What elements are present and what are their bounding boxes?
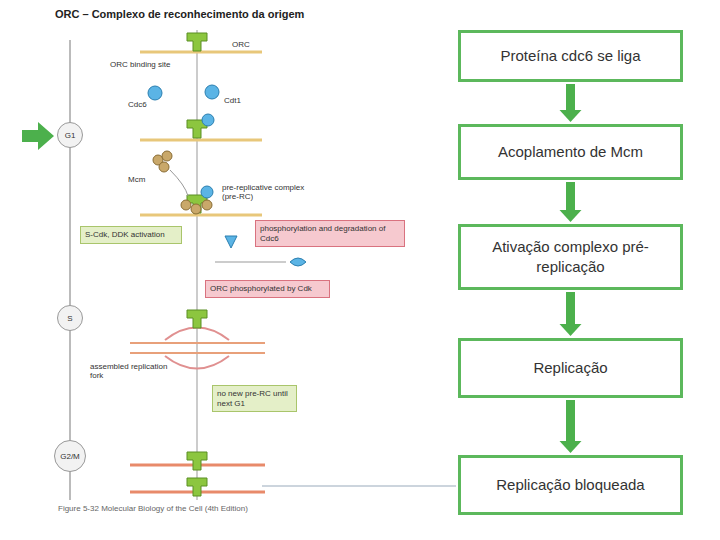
figure-label: ORC binding site [110, 60, 170, 69]
release-line [215, 262, 286, 263]
node-text: phosphorylation and degradation of Cdc6 [260, 224, 385, 243]
node-text: Ativação complexo pré-replicação [469, 237, 672, 278]
diagram-title: ORC – Complexo de reconhecimento da orig… [55, 8, 304, 20]
flow-arrow [560, 400, 582, 453]
phase-circle: G1 [57, 122, 83, 148]
leader-line [262, 486, 456, 487]
figure-label: assembled replication fork [90, 362, 170, 380]
node-text: ORC phosphorylated by Cdk [210, 284, 312, 293]
phase-circle: S [57, 305, 83, 331]
figure-caption: Figure 5-32 Molecular Biology of the Cel… [58, 504, 248, 513]
process-box: Proteína cdc6 se liga [458, 30, 683, 82]
activation-box: S-Cdk, DDK activation [80, 226, 182, 244]
node-text: S [67, 314, 72, 323]
figure-label: Cdc6 [128, 100, 147, 109]
timeline [69, 40, 71, 500]
process-line [196, 30, 198, 500]
node-text: Replicação bloqueada [496, 475, 644, 495]
node-text: Replicação [533, 358, 607, 378]
flow-arrow [560, 292, 582, 336]
figure-label: Mcm [128, 175, 145, 184]
process-box: Replicação [458, 338, 683, 398]
activation-box: no new pre-RC until next G1 [212, 385, 297, 412]
mcm-arrow [170, 170, 188, 196]
phase-circle: G2/M [54, 440, 86, 472]
process-box: Ativação complexo pré-replicação [458, 224, 683, 290]
flow-arrow [560, 84, 582, 122]
node-text: Acoplamento de Mcm [498, 142, 643, 162]
process-box: Replicação bloqueada [458, 455, 683, 515]
inhibition-box: phosphorylation and degradation of Cdc6 [255, 220, 405, 247]
pointer-arrow [22, 122, 54, 150]
flow-arrow [560, 182, 582, 222]
node-text: S-Cdk, DDK activation [85, 230, 165, 239]
node-text: Proteína cdc6 se liga [500, 46, 640, 66]
node-text: G2/M [60, 452, 80, 461]
inhibition-box: ORC phosphorylated by Cdk [205, 280, 330, 298]
figure-label: ORC [232, 40, 250, 49]
node-text: G1 [65, 131, 76, 140]
figure-label: pre-replicative complex (pre-RC) [222, 183, 322, 201]
process-box: Acoplamento de Mcm [458, 124, 683, 180]
node-text: no new pre-RC until next G1 [217, 389, 288, 408]
figure-label: Cdt1 [224, 96, 241, 105]
mcm-helicase [153, 151, 212, 214]
orc-complex [187, 33, 207, 496]
